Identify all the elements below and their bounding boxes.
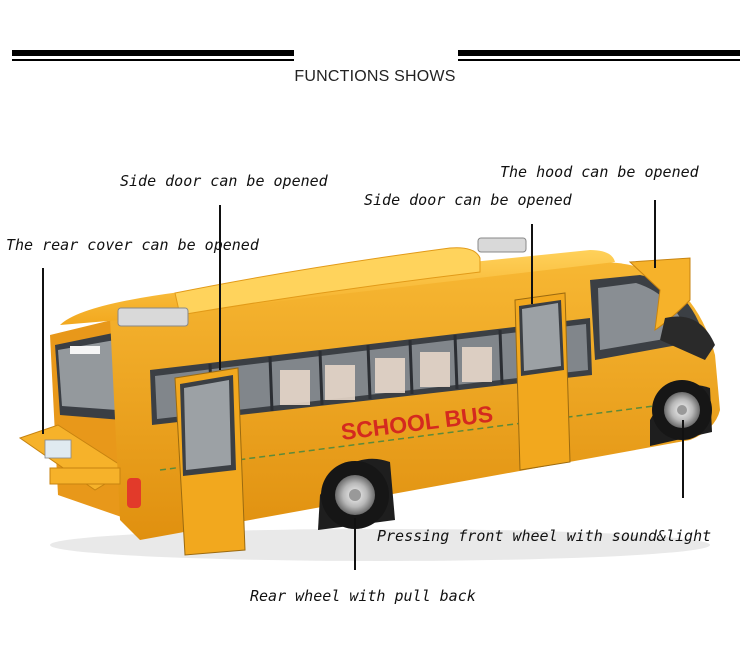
leader-hood [654, 200, 656, 268]
leader-rear-wheel [354, 518, 356, 570]
header-rule-left [12, 50, 294, 61]
callout-rear-wheel: Rear wheel with pull back [250, 587, 476, 605]
callout-front-wheel: Pressing front wheel with sound&light [377, 527, 712, 545]
page-title: FUNCTIONS SHOWS [294, 68, 456, 85]
header-rule-right [458, 50, 740, 61]
callout-side-door-right: Side door can be opened [364, 191, 572, 209]
leader-rear-cover [42, 268, 44, 434]
leader-side-door-left [219, 205, 221, 370]
leader-side-door-right [531, 224, 533, 304]
callout-side-door-left: Side door can be opened [120, 172, 328, 190]
callout-hood: The hood can be opened [500, 163, 699, 181]
callout-rear-cover: The rear cover can be opened [6, 236, 259, 254]
leader-front-wheel [682, 420, 684, 498]
